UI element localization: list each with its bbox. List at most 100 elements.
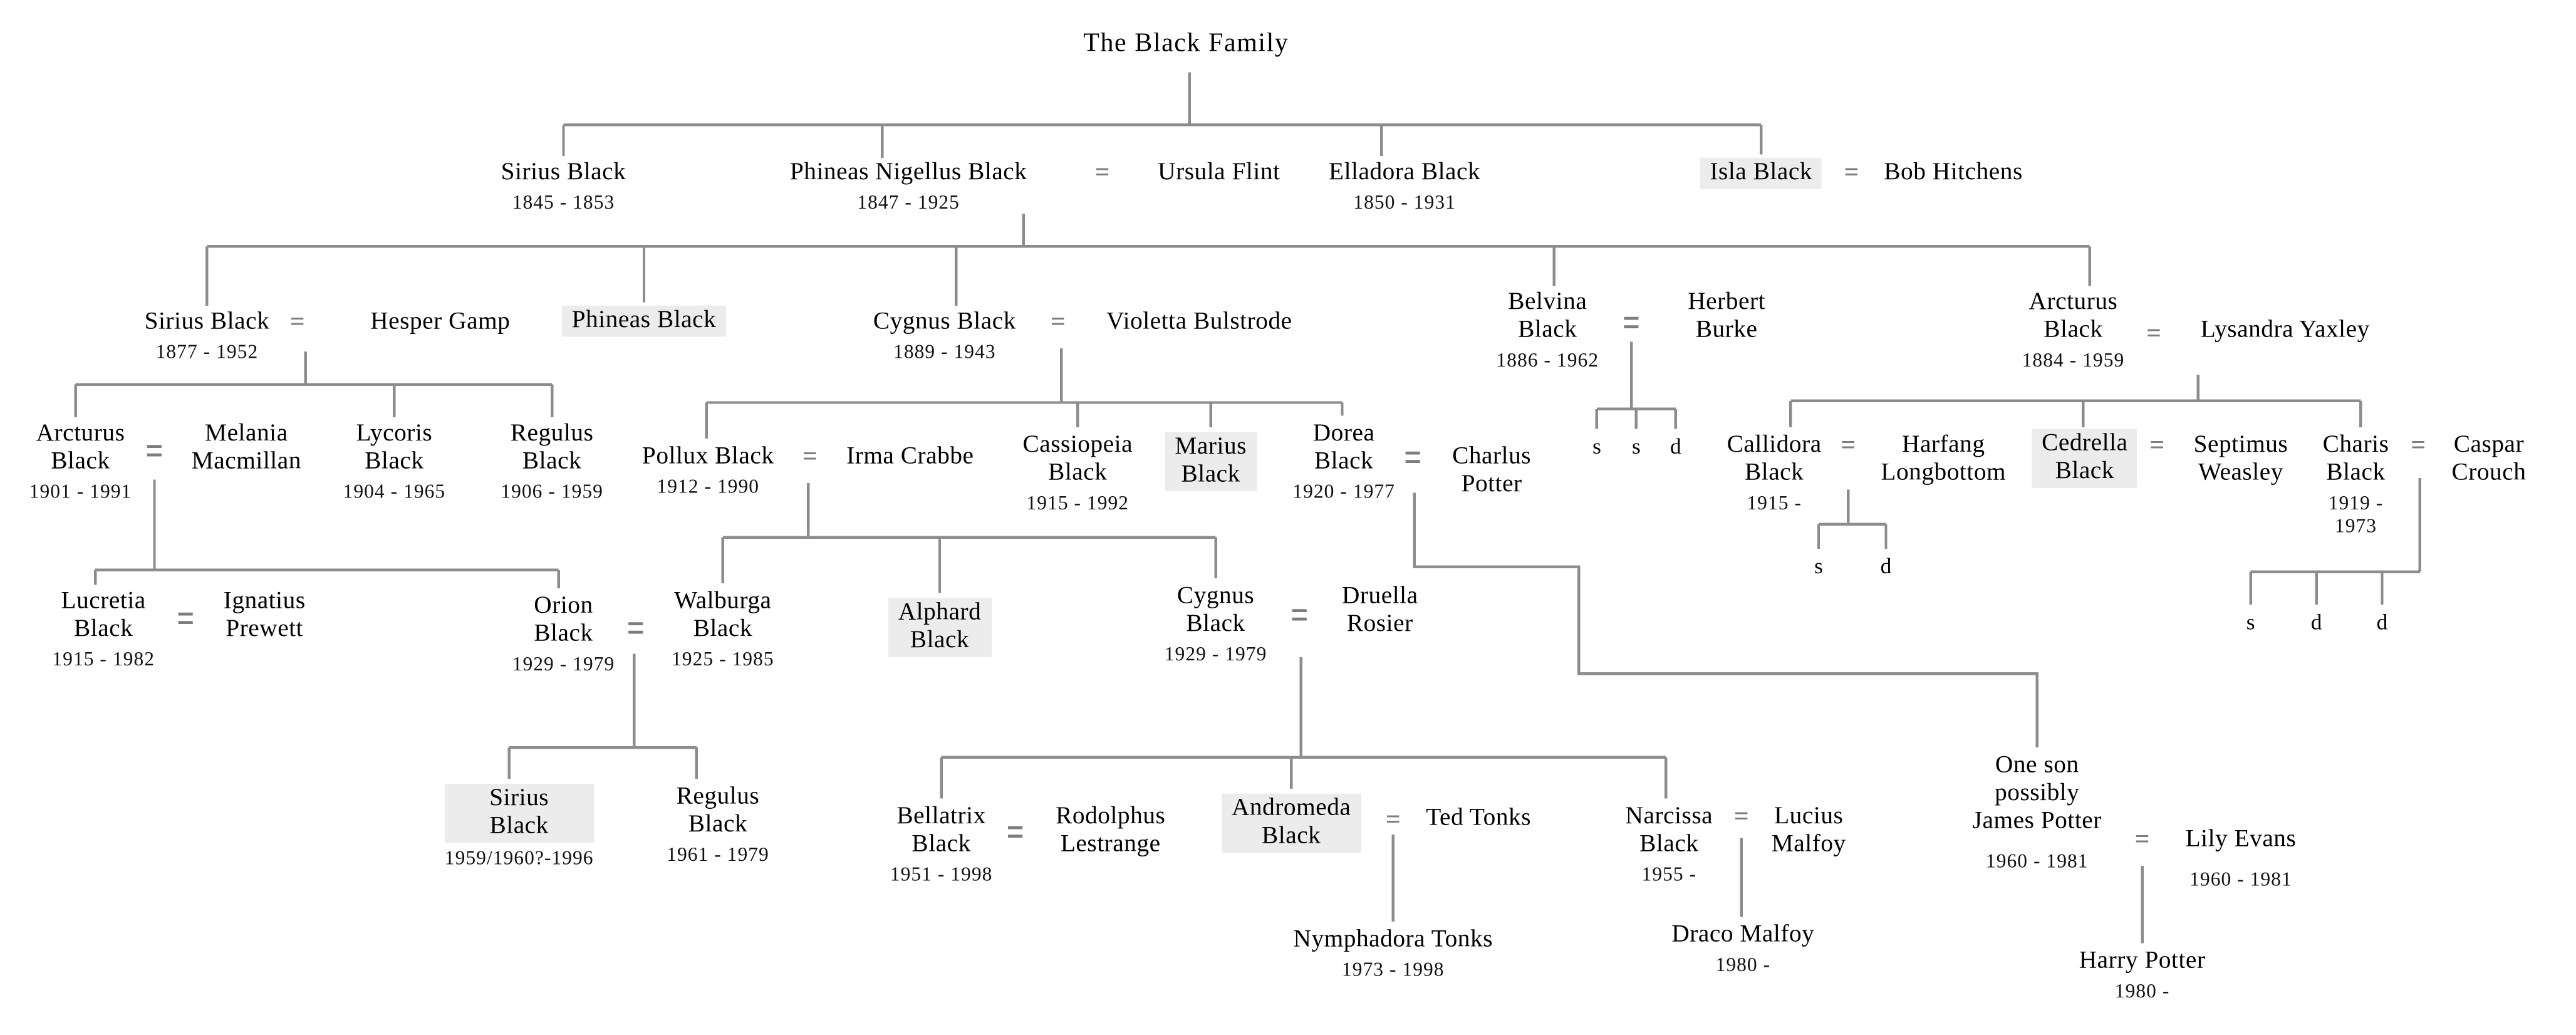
person-dates: 1955 - [1641,862,1697,886]
marriage-sign: = [289,309,305,337]
person-name: Draco Malfoy [1671,922,1815,949]
person-caspar-crouch: Caspar Crouch [2451,432,2526,488]
person-sirius-black-1845: Sirius Black 1845 - 1853 [501,159,626,214]
person-ursula-flint: Ursula Flint [1158,159,1280,187]
marriage-sign: = [1385,806,1401,835]
person-dates: 1845 - 1853 [512,190,615,214]
person-lycoris-black: Lycoris Black 1904 - 1965 [343,420,446,502]
marriage-sign: = [1404,435,1422,483]
person-dates: 1959/1960?-1996 [444,846,594,870]
person-name: Sirius Black [444,783,594,843]
person-dates: 1925 - 1985 [672,647,774,670]
person-dates: 1951 - 1998 [890,862,993,886]
person-name: Lily Evans [2185,826,2297,853]
person-marius-black: Marius Black [1165,432,1257,492]
person-name: Charis Black [2322,432,2389,487]
person-dates: 1915 - [1747,491,1802,514]
person-dates: 1920 - 1977 [1292,479,1395,503]
person-dates: 1877 - 1952 [155,340,259,363]
child-marker-son: s [2246,609,2255,635]
person-isla-black: Isla Black [1700,157,1822,189]
person-dates: 1906 - 1959 [501,479,603,503]
person-bellatrix-black: Bellatrix Black 1951 - 1998 [890,803,993,885]
person-name: Sirius Black [144,309,270,335]
person-cassiopeia-black: Cassiopeia Black 1915 - 1992 [1022,432,1133,514]
marriage-sign: = [2146,320,2161,348]
marriage-sign: = [1841,432,1856,460]
connector-pollux-irma-children [721,482,1217,593]
person-dates: 1980 - [2114,979,2170,1002]
connector-arcturus-melania-children [93,479,560,588]
person-charis-black: Charis Black 1919 - 1973 [2323,432,2389,538]
person-name: Pollux Black [641,444,774,471]
person-charlus-potter: Charlus Potter [1452,444,1531,499]
connector-cygnus-violetta-children [705,348,1344,439]
person-dates: 1884 - 1959 [2022,348,2125,372]
connector-arcturus-lysandra-children [1789,374,2362,427]
person-name: Lucius Malfoy [1771,803,1846,858]
person-sirius-black-1877: Sirius Black 1877 - 1952 [145,309,270,363]
connector-charis-caspar-children [2249,478,2422,605]
person-name: Arcturus Black [2028,289,2118,344]
person-druella-rosier: Druella Rosier [1342,583,1418,639]
marriage-sign: = [626,606,645,653]
person-name: Druella Rosier [1341,583,1418,638]
marriage-sign: = [1622,301,1641,348]
person-name: One son possibly James Potter [1972,752,2102,835]
person-dates: 1960 - 1981 [1985,849,2089,873]
person-name: Irma Crabbe [846,444,974,471]
child-marker-daughter: d [1670,434,1681,459]
marriage-sign: = [802,444,818,472]
person-regulus-black-1906: Regulus Black 1906 - 1959 [501,420,603,502]
person-andromeda-black: Andromeda Black [1222,793,1361,853]
person-nymphadora-tonks: Nymphadora Tonks 1973 - 1998 [1294,927,1493,981]
person-name: Violetta Bulstrode [1106,309,1292,335]
person-dates: 1904 - 1965 [343,479,446,503]
person-name: Isla Black [1700,157,1822,189]
person-phineas-nigellus-black: Phineas Nigellus Black 1847 - 1925 [790,159,1027,214]
person-melania-macmillan: Melania Macmillan [192,420,301,476]
person-name: Regulus Black [510,420,594,475]
connector-cygnus-druella-children [940,657,1668,799]
person-dates: 1850 - 1931 [1353,190,1456,214]
person-dates: 1960 - 1981 [2189,867,2292,891]
person-ted-tonks: Ted Tonks [1426,805,1531,833]
person-name: Rodolphus Lestrange [1056,803,1166,858]
person-dates: 1912 - 1990 [657,474,760,498]
person-ignatius-prewett: Ignatius Prewett [224,588,306,644]
person-name: Marius Black [1165,432,1257,492]
person-lysandra-yaxley: Lysandra Yaxley [2201,317,2370,345]
person-alphard-black: Alphard Black [888,598,992,657]
person-name: Cassiopeia Black [1022,432,1133,487]
marriage-sign: = [177,596,195,644]
person-sirius-black-1959: Sirius Black 1959/1960?-1996 [444,783,594,870]
connector-dorea-charlus-to-james [1413,492,2039,748]
person-dates: 1915 - 1982 [52,647,155,670]
person-name: Sirius Black [501,159,626,186]
person-name: Charlus Potter [1452,444,1532,498]
person-harry-potter: Harry Potter 1980 - [2079,948,2206,1002]
marriage-sign: = [2134,826,2150,855]
person-name: Lucretia Black [61,588,146,643]
person-dates: 1915 - 1992 [1026,491,1130,514]
person-cedrella-black: Cedrella Black [2032,429,2138,488]
person-name: Cygnus Black [873,309,1016,335]
person-dates: 1980 - [1715,952,1771,976]
person-dates: 1886 - 1962 [1496,348,1599,372]
person-dates: 1961 - 1979 [667,843,769,866]
connector-gen1 [562,72,1763,158]
person-dates: 1901 - 1991 [29,479,132,503]
person-name: Septimus Weasley [2193,432,2288,487]
person-draco-malfoy: Draco Malfoy 1980 - [1671,922,1814,976]
person-hesper-gamp: Hesper Gamp [370,309,510,337]
connector-phineas-ursula-children [205,213,2091,306]
person-name: Walburga Black [674,588,772,643]
person-name: Cygnus Black [1176,583,1255,638]
person-dates: 1929 - 1979 [512,652,615,675]
connector-callidora-harfang-children [1817,489,1888,549]
person-pollux-black: Pollux Black 1912 - 1990 [642,444,774,498]
marriage-sign: = [1291,593,1309,640]
person-name: Lycoris Black [356,420,433,475]
